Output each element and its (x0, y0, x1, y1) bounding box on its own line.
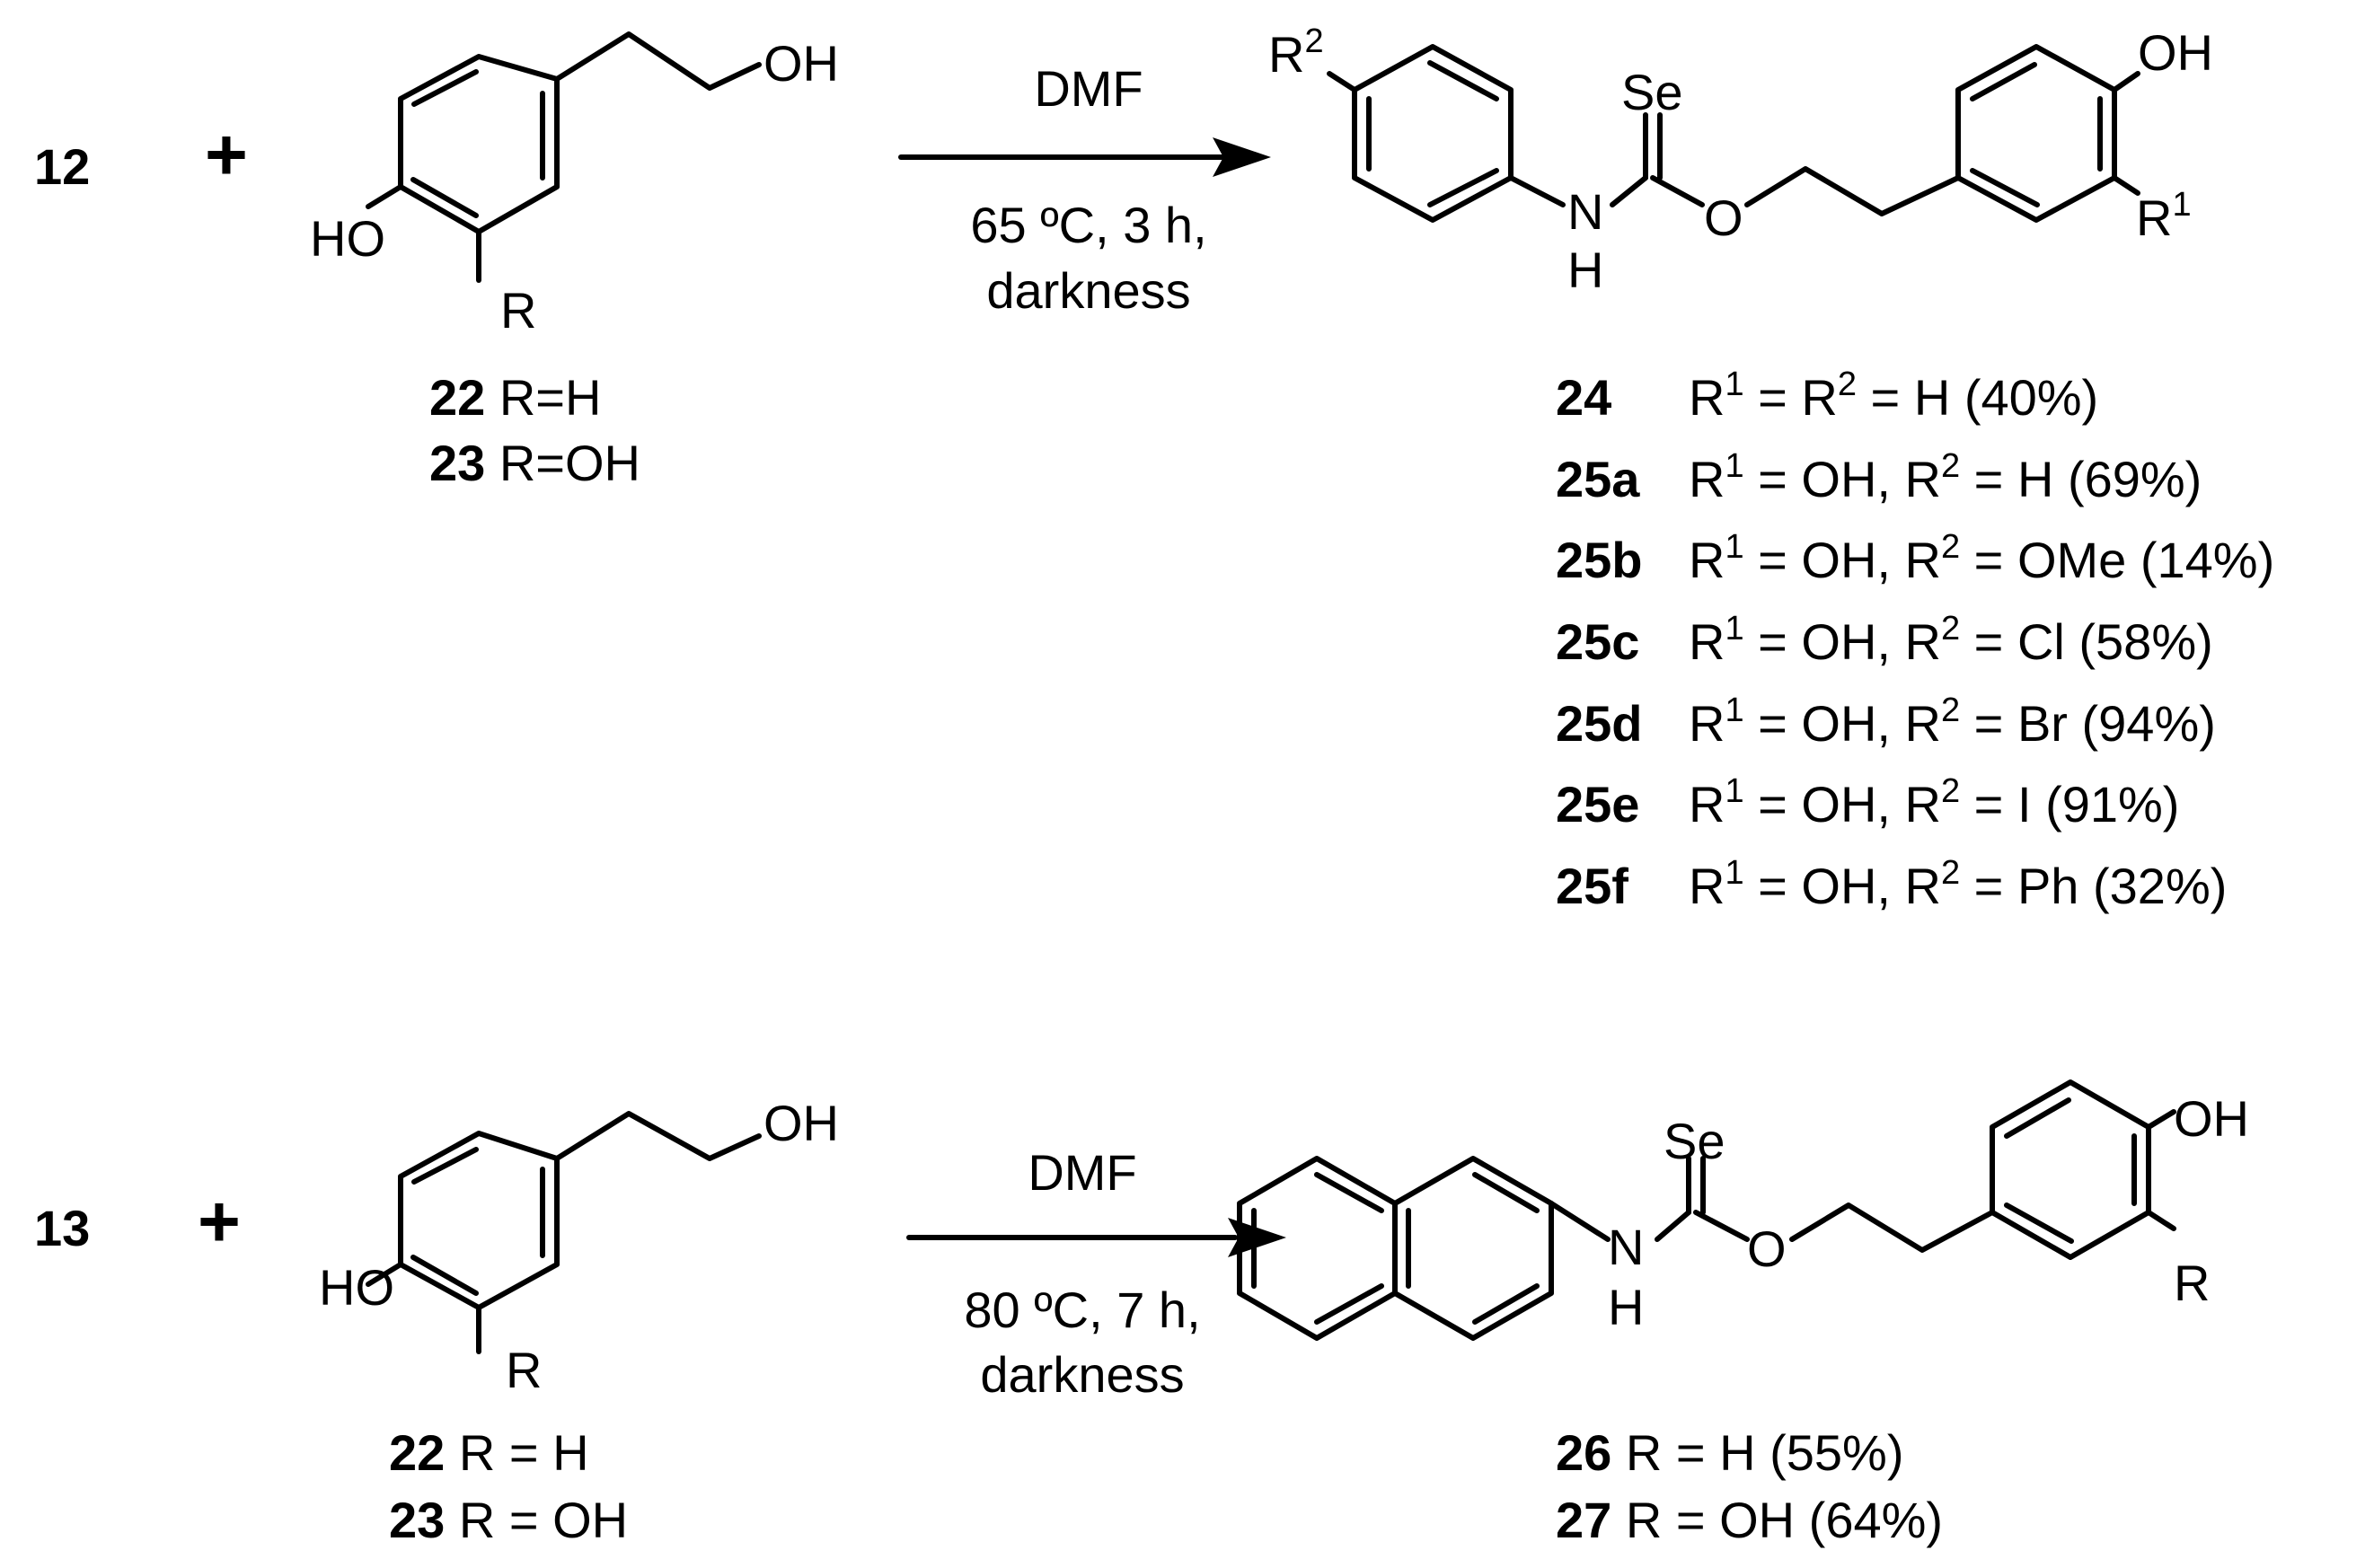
reactant-label-22: 22 R=H (429, 369, 601, 426)
scheme-2: 13 + OH HO R 22 R = H 23 R = OH DMF 80 º… (34, 1079, 2249, 1548)
ring-double-bonds (410, 1147, 545, 1296)
ester-o-label: O (1747, 1220, 1787, 1277)
reactant-label-22: 22 R = H (389, 1424, 589, 1481)
plus-sign: + (198, 1181, 241, 1263)
r2-label: R2 (1268, 22, 1324, 83)
se-label: Se (1664, 1113, 1725, 1169)
co-bond (1650, 175, 1705, 207)
se-label: Se (1621, 64, 1683, 120)
reactant-structure-22-23: OH HO R (319, 1095, 839, 1398)
conditions-note: darkness (986, 262, 1190, 319)
ring-double-bonds (410, 69, 545, 218)
n-bond (1508, 175, 1566, 207)
conditions-note: darkness (980, 1346, 1184, 1403)
solvent-label: DMF (1034, 60, 1143, 117)
conditions-temp-time: 65 ºC, 3 h, (970, 197, 1206, 253)
cse-double-bond (1643, 112, 1663, 181)
ester-o-label: O (1704, 189, 1743, 246)
nc-bond (1610, 175, 1648, 207)
conditions-temp-time: 80 ºC, 7 h, (964, 1282, 1200, 1338)
ho-label: HO (310, 210, 385, 267)
reagent-13-label: 13 (34, 1200, 90, 1256)
r1-label: R1 (2136, 186, 2192, 246)
r-bond (2146, 1210, 2176, 1231)
oethyl-chain (1744, 166, 1961, 216)
r-label: R (2174, 1255, 2210, 1311)
reactant-structure-22-23: OH HO R (310, 31, 839, 339)
phenol-oh-label: OH (2138, 24, 2213, 81)
cse-double-bond (1686, 1156, 1706, 1215)
nh-n-label: N (1567, 183, 1603, 240)
ethyl-chain (554, 31, 762, 91)
result-26: 26 R = H (55%) (1556, 1424, 1904, 1481)
plus-sign: + (205, 114, 248, 196)
solvent-label: DMF (1028, 1144, 1136, 1201)
nh-h-label: H (1608, 1279, 1644, 1335)
n-bond (1549, 1201, 1611, 1242)
naphthalene-ring-b (1237, 1156, 1398, 1341)
r-label: R (500, 282, 536, 339)
oh-label: OH (763, 35, 839, 92)
r-label: R (506, 1342, 542, 1398)
phenol-double-bonds (1970, 62, 2103, 207)
naphthalene-double-bonds (1251, 1172, 1540, 1325)
ho-label: HO (319, 1259, 394, 1316)
ho-bond (366, 184, 403, 209)
nh-n-label: N (1608, 1219, 1644, 1275)
aryl-double-bonds (1366, 60, 1499, 207)
reactant-label-23: 23 R = OH (389, 1492, 628, 1548)
oh-bond (2146, 1109, 2176, 1130)
reactant-label-23: 23 R=OH (429, 435, 640, 491)
scheme-1: 12 + OH HO R 22 R=H 23 R=OH DMF 65 ºC, 3… (34, 22, 2274, 914)
oh-bond (2112, 71, 2140, 92)
reagent-12-label: 12 (34, 138, 90, 195)
benzene-ring (398, 1131, 560, 1310)
nc-bond (1655, 1210, 1691, 1242)
product-structure-24-25: R2 Se N H O OH R1 (1268, 22, 2213, 298)
reaction-arrow-1 (898, 137, 1271, 177)
phenol-double-bonds (2004, 1097, 2137, 1244)
ethyl-chain (554, 1111, 762, 1161)
benzene-ring (398, 54, 560, 234)
results-list-2: 26 R = H (55%) 27 R = OH (64%) (1556, 1424, 1943, 1548)
aryl-ring (1352, 44, 1514, 223)
nh-h-label: H (1567, 242, 1603, 298)
oh-label: OH (763, 1095, 839, 1151)
product-structure-26-27: Se N H O OH R (1237, 1079, 2249, 1341)
ho-bond (366, 1262, 403, 1287)
phenol-oh-label: OH (2174, 1090, 2249, 1147)
r1-bond (2112, 175, 2140, 196)
phenol-ring (1990, 1079, 2151, 1260)
naphthalene-ring-a (1392, 1156, 1554, 1341)
r2-bond (1327, 71, 1357, 92)
reaction-arrow-2 (906, 1218, 1286, 1257)
phenol-ring (1955, 44, 2117, 223)
oethyl-chain (1789, 1202, 1995, 1253)
co-bond (1693, 1210, 1750, 1242)
result-27: 27 R = OH (64%) (1556, 1492, 1943, 1548)
